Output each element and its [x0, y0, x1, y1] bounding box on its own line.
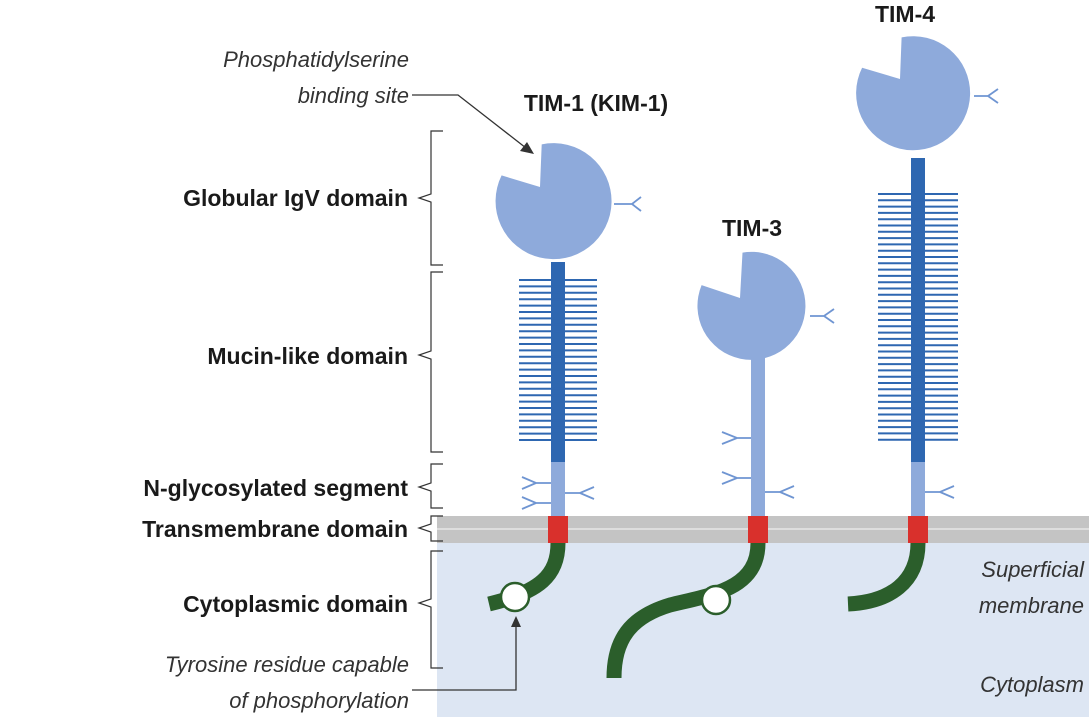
tim4-mucin-stalk	[911, 158, 925, 462]
tyrosine-label-line2: of phosphorylation	[229, 688, 409, 713]
superficial-membrane-label-line1: Superficial	[981, 557, 1085, 582]
tim3-transmembrane	[748, 516, 768, 543]
bracket-mucin	[417, 271, 443, 453]
tim3-tyrosine-residue	[700, 584, 732, 616]
tyrosine-arrowhead	[511, 616, 521, 627]
transmembrane-domain-label: Transmembrane domain	[142, 516, 408, 542]
tim1-tyrosine-residue	[499, 581, 531, 613]
nglyco-segment-label: N-glycosylated segment	[143, 475, 408, 501]
tim4-nglycan-1	[925, 485, 955, 499]
tim3-nglycan-3	[765, 485, 795, 499]
tyrosine-leader	[412, 624, 517, 691]
cytoplasmic-domain-label: Cytoplasmic domain	[183, 591, 408, 617]
tim4-igv-head	[856, 36, 971, 151]
cytoplasm-label: Cytoplasm	[980, 672, 1084, 697]
bracket-nglyco	[417, 463, 443, 509]
tim3-title: TIM-3	[722, 215, 782, 241]
tim1-title: TIM-1 (KIM-1)	[524, 90, 668, 116]
tim1-mucin-glycans	[519, 279, 597, 441]
mucin-domain-label: Mucin-like domain	[207, 343, 408, 369]
tim4-transmembrane	[908, 516, 928, 543]
ps-site-label-line1: Phosphatidylserine	[223, 47, 409, 72]
ps-site-arrowhead	[520, 142, 534, 154]
tim1-protein	[487, 143, 642, 613]
tim4-cytoplasmic-tail	[847, 542, 926, 612]
tim4-protein	[847, 36, 999, 612]
tim1-igv-glycan	[614, 196, 642, 212]
tim3-protein	[606, 251, 835, 679]
tim3-nglycan-1	[721, 431, 751, 445]
bracket-cytoplasmic	[417, 550, 443, 669]
tim1-nglycan-1	[521, 476, 551, 490]
ps-site-label-line2: binding site	[298, 83, 409, 108]
igv-domain-label: Globular IgV domain	[183, 185, 408, 211]
tim4-title: TIM-4	[875, 1, 935, 27]
tim3-cytoplasmic-tail	[606, 542, 766, 679]
tim1-igv-head	[495, 143, 612, 260]
superficial-membrane-label-line2: membrane	[979, 593, 1084, 618]
tim1-nglyco-stalk	[551, 462, 565, 518]
ps-site-leader	[412, 94, 527, 149]
tyrosine-label-line1: Tyrosine residue capable	[165, 652, 409, 677]
tim3-igv-head	[697, 251, 806, 360]
tim1-transmembrane	[548, 516, 568, 543]
bracket-transmembrane	[417, 515, 443, 542]
tim4-igv-glycan	[974, 88, 999, 104]
tim3-stalk	[751, 350, 765, 518]
tim4-nglyco-stalk	[911, 462, 925, 518]
tim1-nglycan-3	[521, 496, 551, 510]
tim3-nglycan-2	[721, 471, 751, 485]
tim1-nglycan-2	[565, 486, 595, 500]
tim4-mucin-glycans	[878, 193, 958, 441]
tim3-igv-glycan	[810, 308, 835, 324]
bracket-igv	[417, 130, 443, 266]
